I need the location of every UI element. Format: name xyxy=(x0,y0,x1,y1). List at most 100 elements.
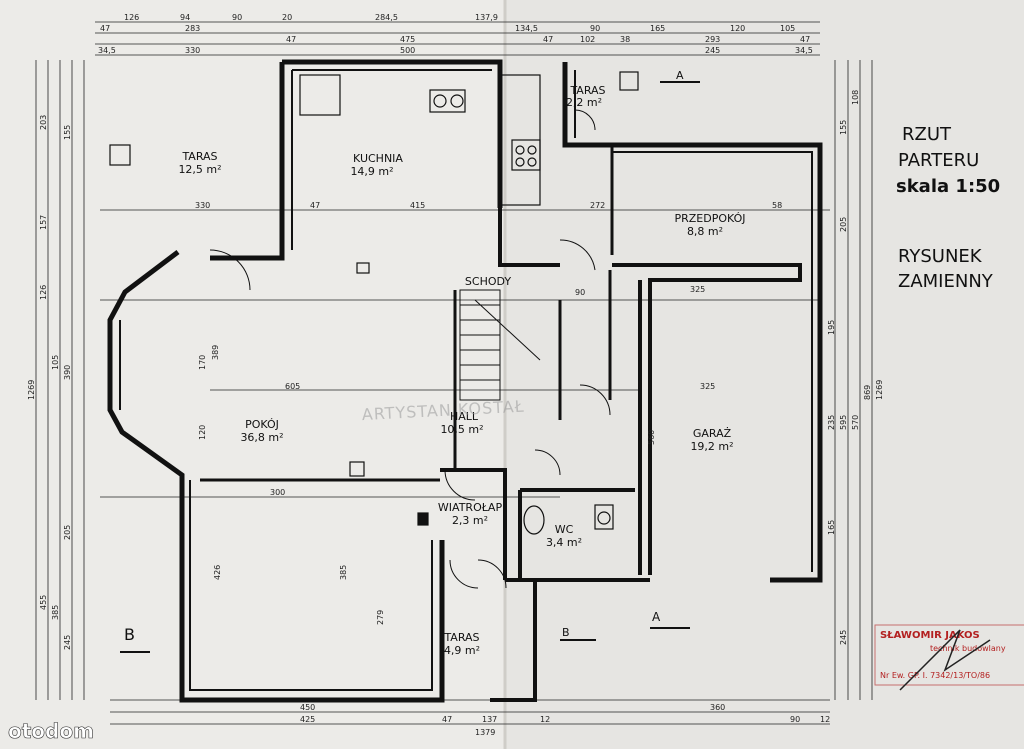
dim-left-2: 157 xyxy=(39,215,48,230)
section-b-left: B xyxy=(124,625,135,644)
dim-bottom-5: 12 xyxy=(540,715,550,724)
dim-top-3-4: 245 xyxy=(705,46,720,55)
right-dimensions: 155 108 205 195 235 570 595 869 165 245 … xyxy=(827,90,884,645)
room-hall-name: HALL xyxy=(450,410,479,423)
dim-top-1-10: 120 xyxy=(730,24,745,33)
dim-top-1-3: 90 xyxy=(232,13,242,22)
room-kuchnia-area: 14,9 m² xyxy=(350,165,393,178)
dim-bottom-total: 1379 xyxy=(475,728,495,737)
walls xyxy=(107,59,823,703)
dim-left-10: 385 xyxy=(51,605,60,620)
title-line-4: RYSUNEK xyxy=(898,246,983,267)
dim-bottom-6: 360 xyxy=(710,703,725,712)
dim-top-1-1: 126 xyxy=(124,13,139,22)
dim-bottom-3: 47 xyxy=(442,715,452,724)
dim-int-13: 279 xyxy=(376,610,385,625)
dim-top-1-11: 105 xyxy=(780,24,795,33)
dim-top-1-9: 165 xyxy=(650,24,665,33)
section-a-bottom: A xyxy=(652,610,661,624)
room-taras-w-area: 12,5 m² xyxy=(178,163,221,176)
dim-left-3: 155 xyxy=(63,125,72,140)
dim-top-1-6: 137,9 xyxy=(475,13,498,22)
room-garaz-name: GARAŻ xyxy=(693,427,732,440)
dim-top-1-4: 20 xyxy=(282,13,292,22)
title-line-2: PARTERU xyxy=(898,150,979,171)
dim-right-4: 195 xyxy=(827,320,836,335)
dim-left-8: 205 xyxy=(63,525,72,540)
dim-top-2-8: 293 xyxy=(705,35,720,44)
dim-int-5: 325 xyxy=(690,285,705,294)
dim-bottom-2: 425 xyxy=(300,715,315,724)
dim-int-7: 300 xyxy=(270,488,285,497)
dim-top-2-3: 47 xyxy=(286,35,296,44)
stamp-line-3: Nr Ew. GP. I. 7342/13/TO/86 xyxy=(880,671,990,680)
room-taras-s-name: TARAS xyxy=(443,631,479,644)
signature-mark xyxy=(899,629,991,691)
dim-right-9: 165 xyxy=(827,520,836,535)
title-line-1: RZUT xyxy=(902,124,952,145)
door-swings xyxy=(209,109,611,589)
otodom-logo: otodom xyxy=(8,719,95,744)
dim-right-11: 1269 xyxy=(875,380,884,400)
bottom-dimensions: 450 425 47 137 12 360 90 12 1379 xyxy=(300,703,830,737)
paper-left xyxy=(0,0,505,749)
dim-int-1: 330 xyxy=(195,201,210,210)
dimension-lines xyxy=(35,21,873,725)
dim-int-3: 272 xyxy=(590,201,605,210)
paper-right xyxy=(505,0,1024,749)
dim-right-3: 205 xyxy=(839,217,848,232)
room-taras-n-name: TARAS xyxy=(569,84,605,97)
dim-top-3-5: 34,5 xyxy=(795,46,813,55)
room-wc-name: WC xyxy=(555,523,574,536)
dim-int-8: 560 xyxy=(647,430,656,445)
dim-int-14: 120 xyxy=(198,425,207,440)
dim-top-2-9: 47 xyxy=(800,35,810,44)
dim-top-1-5: 284,5 xyxy=(375,13,398,22)
dim-int-9: 389 xyxy=(211,345,220,360)
stamp-line-2: technik budowlany xyxy=(930,644,1006,653)
dim-int-2: 415 xyxy=(410,201,425,210)
dim-int-16: 58 xyxy=(772,201,782,210)
room-pokoj-name: POKÓJ xyxy=(245,418,279,431)
dim-top-2-6: 102 xyxy=(580,35,595,44)
room-pokoj-area: 36,8 m² xyxy=(240,431,283,444)
room-taras-w-name: TARAS xyxy=(181,150,217,163)
stamp-line-1: SŁAWOMIR JAKOS xyxy=(880,630,980,641)
dim-int-11: 426 xyxy=(213,565,222,580)
room-wc-area: 3,4 m² xyxy=(546,536,582,549)
section-a-top: A xyxy=(676,69,684,82)
dim-right-5: 235 xyxy=(827,415,836,430)
designer-stamp: SŁAWOMIR JAKOS technik budowlany Nr Ew. … xyxy=(874,624,1024,691)
dim-left-5: 105 xyxy=(51,355,60,370)
room-hall-area: 10,5 m² xyxy=(440,423,483,436)
dim-top-2-1: 47 xyxy=(100,24,110,33)
dim-top-2-2: 283 xyxy=(185,24,200,33)
section-b-right: B xyxy=(562,626,570,639)
kitchen-fixtures xyxy=(299,74,541,206)
dim-left-7: 1269 xyxy=(27,380,36,400)
dim-int-12: 385 xyxy=(339,565,348,580)
dim-right-1: 155 xyxy=(839,120,848,135)
title-line-5: ZAMIENNY xyxy=(898,271,994,292)
room-garaz-area: 19,2 m² xyxy=(690,440,733,453)
title-scale: skala 1:50 xyxy=(896,176,1000,197)
dim-left-11: 245 xyxy=(63,635,72,650)
wc-fixtures xyxy=(523,504,614,535)
dim-top-2-7: 38 xyxy=(620,35,630,44)
top-dimensions: 126 94 90 20 284,5 137,9 134,5 90 165 12… xyxy=(98,13,813,55)
room-kuchnia-name: KUCHNIA xyxy=(353,152,403,165)
dim-right-2: 108 xyxy=(851,90,860,105)
dim-bottom-7: 90 xyxy=(790,715,800,724)
room-labels: TARAS 12,5 m² KUCHNIA 14,9 m² TARAS 2,2 … xyxy=(178,84,745,657)
dim-int-17: 47 xyxy=(310,201,320,210)
pillars xyxy=(109,71,639,526)
dim-right-8: 869 xyxy=(863,385,872,400)
dim-int-6: 325 xyxy=(700,382,715,391)
room-przedpokoj-area: 8,8 m² xyxy=(687,225,723,238)
dim-right-10: 245 xyxy=(839,630,848,645)
stairs xyxy=(459,289,541,401)
dim-top-2-4: 475 xyxy=(400,35,415,44)
brand-text: otodom xyxy=(8,719,94,743)
dim-top-3-3: 500 xyxy=(400,46,415,55)
